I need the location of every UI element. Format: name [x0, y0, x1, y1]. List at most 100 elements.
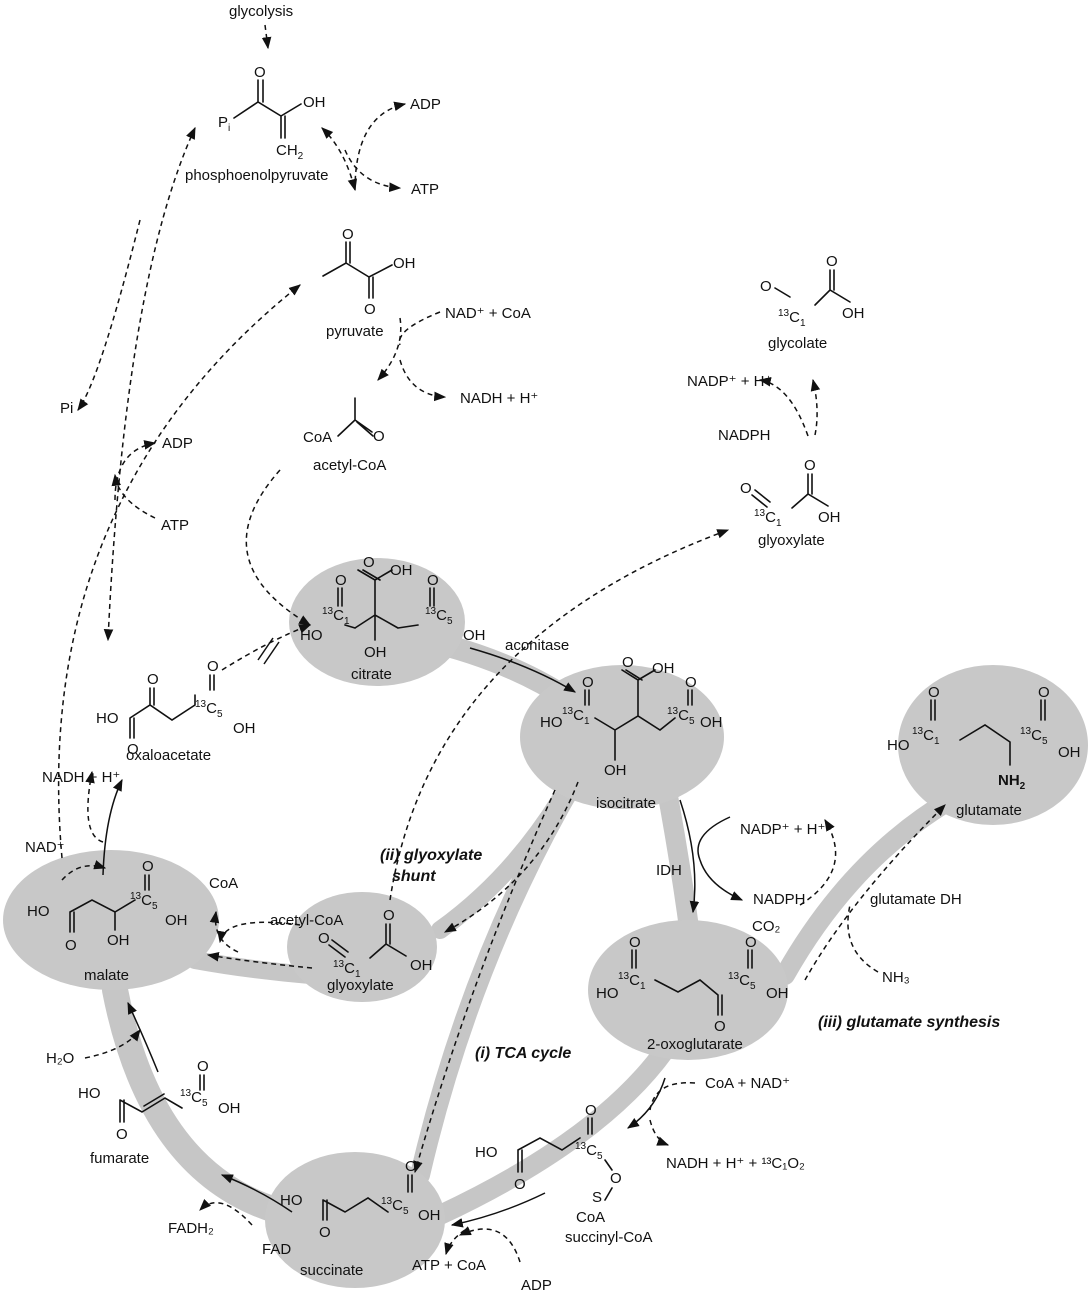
acoa-coa: CoA	[303, 429, 332, 446]
label-glycolysis: glycolysis	[229, 3, 293, 20]
glyox-c-oh: OH	[410, 957, 433, 974]
oaa-o1: O	[147, 671, 159, 688]
label-nad-malate: NAD⁺	[25, 839, 65, 856]
malate-o2: O	[142, 858, 154, 875]
dash-isocitrate-glyoxylate	[443, 781, 579, 933]
pyr-o1: O	[342, 226, 354, 243]
iso-ho-left: HO	[540, 714, 563, 731]
label-fumarate: fumarate	[90, 1150, 149, 1167]
label-h2o: H₂O	[46, 1050, 74, 1067]
glu-nh2: NH2	[998, 772, 1026, 792]
label-fadh2: FADH₂	[168, 1220, 214, 1237]
label-fad: FAD	[262, 1241, 291, 1258]
dash-malate-pyruvate	[57, 284, 301, 859]
pep-structure: O OH Pi CH2	[218, 64, 326, 162]
succinylcoa-structure: HO O O 13C5 O S CoA	[475, 1102, 622, 1226]
metabolite-nodes	[3, 558, 1088, 1288]
band-oxoglutarate-glutamate	[775, 790, 960, 985]
dash-atp-top	[344, 149, 402, 192]
pep-oh: OH	[303, 94, 326, 111]
label-nh3: NH₃	[882, 969, 910, 986]
label-glycolate: glycolate	[768, 335, 827, 352]
dash-acoa-shunt	[217, 921, 301, 944]
label-succinate: succinate	[300, 1262, 363, 1279]
malate-oh: OH	[165, 912, 188, 929]
dash-nh3	[847, 904, 879, 973]
label-citrate: citrate	[351, 666, 392, 683]
succ-oh: OH	[418, 1207, 441, 1224]
dash-adp-left	[114, 440, 157, 501]
label-nadph-glycolate: NADPH	[718, 427, 771, 444]
malate-node	[3, 850, 219, 990]
cit-oh-mid: OH	[364, 644, 387, 661]
cofactor-labels: glycolysis ADP ATP NAD⁺ + CoA NADH + H⁺ …	[25, 3, 910, 1293]
dash-nadh-co2	[649, 1119, 670, 1146]
dash-isocitrate-succinate	[413, 789, 556, 1174]
succoa-s: S	[592, 1189, 602, 1206]
iso-o-left: O	[582, 674, 594, 691]
glyox-r-c: 13C1	[754, 508, 782, 529]
label-co2-idh: CO₂	[752, 918, 781, 935]
malate-ho: HO	[27, 903, 50, 920]
glycolate-c: 13C1	[778, 308, 806, 329]
label-adp-bottom: ADP	[521, 1277, 552, 1293]
label-nad-coa: NAD⁺ + CoA	[445, 305, 531, 322]
pathway-shunt-line2: shunt	[392, 868, 436, 885]
glycolate-oh: OH	[842, 305, 865, 322]
band-succinate-malate	[102, 977, 288, 1223]
oaa-o2: O	[127, 741, 139, 758]
dash-atp-coa	[444, 1229, 466, 1256]
oxo-o-left: O	[629, 934, 641, 951]
glu-oh: OH	[1058, 744, 1081, 761]
succ-ho: HO	[280, 1192, 303, 1209]
fum-o2: O	[197, 1058, 209, 1075]
band-isocitrate-glyoxylate	[431, 791, 569, 939]
dash-oaa-citrate	[221, 624, 312, 671]
idh-cofactor-out	[699, 859, 744, 901]
dash-glycolysis	[261, 24, 272, 50]
cit-o-left: O	[335, 572, 347, 589]
dash-pi	[77, 219, 141, 411]
fumarate-structure: HO O O 13C5 OH	[78, 1058, 241, 1143]
label-nadp-idh: NADP⁺ + H⁺	[740, 821, 825, 838]
label-oxoglutarate: 2-oxoglutarate	[647, 1036, 743, 1053]
label-glutamate: glutamate	[956, 802, 1022, 819]
label-coa-nad: CoA + NAD⁺	[705, 1075, 790, 1092]
label-coa-malate: CoA	[209, 875, 238, 892]
dash-shunt-glyoxylate	[389, 529, 730, 901]
label-acetylcoa-shunt: acetyl-CoA	[270, 912, 343, 929]
glycolate-structure: O 13C1 O OH	[760, 253, 865, 329]
label-glutamate-dh: glutamate DH	[870, 891, 962, 908]
pyruvate-structure: O OH O	[322, 226, 416, 318]
label-atp-top: ATP	[411, 181, 439, 198]
citrate-node	[289, 558, 465, 686]
oaa-oh: OH	[233, 720, 256, 737]
succ-o1: O	[319, 1224, 331, 1241]
pep-ch2: CH2	[276, 142, 304, 162]
pep-o: O	[254, 64, 266, 81]
label-atp-left: ATP	[161, 517, 189, 534]
oxo-o-right: O	[745, 934, 757, 951]
glycolate-o2: O	[826, 253, 838, 270]
citrate-structure: O OH O O 13C1 13C5 HO OH OH	[300, 554, 486, 661]
isocitrate-structure: O OH O O 13C1 13C5 HO OH OH	[540, 654, 723, 779]
oxo-o-mid: O	[714, 1018, 726, 1035]
label-isocitrate: isocitrate	[596, 795, 656, 812]
pathway-shunt-line1: (ii) glyoxylate	[380, 847, 482, 864]
oxoglutarate-node	[588, 920, 788, 1060]
block-mark-2	[263, 641, 280, 665]
dashed-arrows	[57, 24, 946, 1263]
band-oxoglutarate-succinate	[430, 1040, 675, 1225]
glutamate-structure: O O 13C1 13C5 HO OH NH2	[887, 684, 1081, 792]
glyox-r-o2: O	[804, 457, 816, 474]
acoa-o: O	[373, 428, 385, 445]
succinate-node	[265, 1152, 445, 1288]
succoa-o2: O	[585, 1102, 597, 1119]
label-adp-top: ADP	[410, 96, 441, 113]
glu-ho: HO	[887, 737, 910, 754]
block-mark-1	[257, 637, 274, 661]
cit-ho-left: HO	[300, 627, 323, 644]
fum-ho: HO	[78, 1085, 101, 1102]
malate-c5: 13C5	[130, 891, 158, 912]
